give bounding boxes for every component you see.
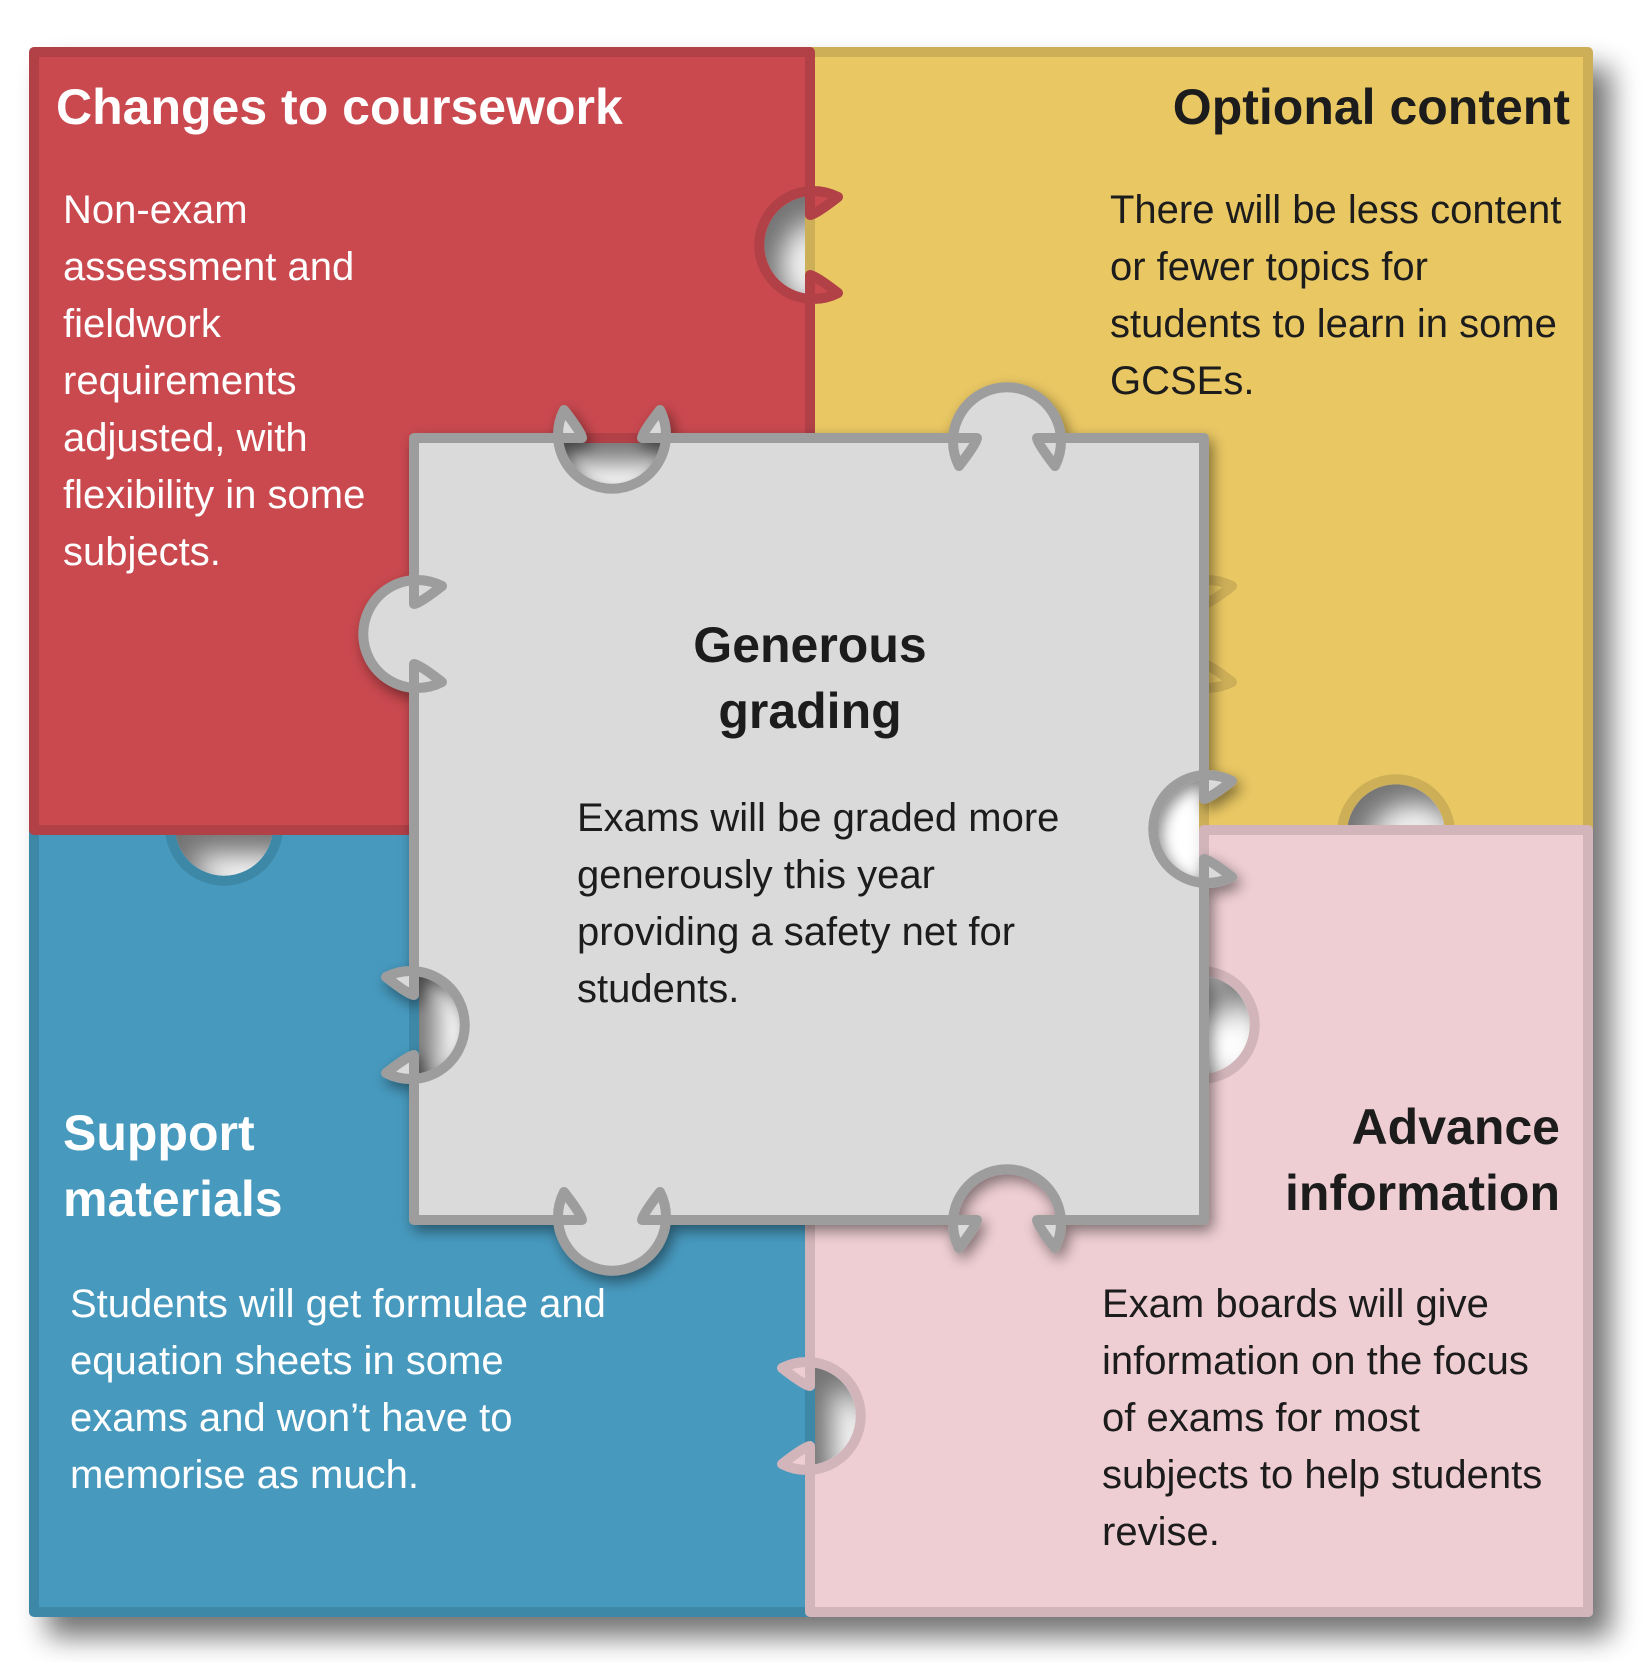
center-title: Generous grading (693, 617, 927, 739)
top-left-title: Changes to coursework (56, 79, 623, 135)
bottom-right-body: Exam boards will give information on the… (1102, 1282, 1543, 1554)
bottom-left-body: Students will get formulae and equation … (70, 1282, 606, 1497)
piece-center (358, 382, 1237, 1276)
top-right-body: There will be less content or fewer topi… (1110, 188, 1562, 403)
bottom-right-title: Advance information (1285, 1099, 1560, 1221)
bottom-left-title: Support materials (63, 1105, 283, 1227)
top-right-title: Optional content (1172, 79, 1570, 135)
center-body: Exams will be graded more generously thi… (577, 796, 1060, 1011)
top-left-body: Non-exam assessment and fieldwork requir… (63, 188, 366, 574)
